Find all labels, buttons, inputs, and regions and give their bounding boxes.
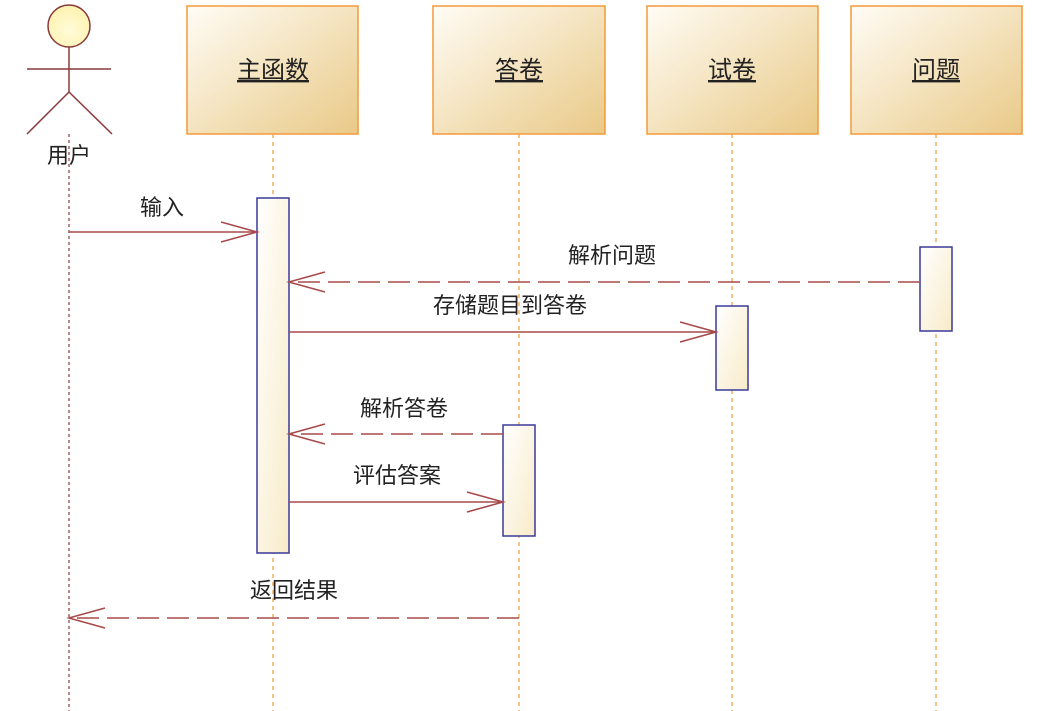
- arrowhead-icon: [286, 423, 326, 445]
- message-label: 解析答卷: [360, 397, 448, 422]
- activation-answer-sheet: [502, 424, 536, 537]
- message-evaluate-answers: [289, 491, 506, 513]
- arrowhead-icon: [679, 321, 719, 343]
- message-input: [69, 221, 260, 243]
- message-label: 解析问题: [568, 244, 656, 269]
- object-label: 问题: [912, 56, 960, 84]
- object-label: 答卷: [495, 56, 543, 84]
- message-store-questions: [289, 321, 719, 343]
- arrowhead-icon: [466, 491, 506, 513]
- object-label: 主函数: [237, 56, 309, 84]
- message-label: 存储题目到答卷: [433, 294, 587, 319]
- message-return-result: [66, 607, 519, 629]
- message-label: 评估答案: [353, 464, 441, 489]
- lifelines: [68, 134, 937, 711]
- actor-body-icon: [26, 47, 113, 135]
- arrowhead-icon: [286, 271, 326, 293]
- object-label: 试卷: [708, 56, 756, 84]
- actor-user: 用户: [26, 4, 113, 169]
- activation-exam-paper: [715, 305, 749, 391]
- arrowhead-icon: [66, 607, 106, 629]
- object-main: 主函数: [186, 5, 359, 135]
- actor-head-icon: [47, 4, 91, 48]
- object-question: 问题: [850, 5, 1023, 135]
- arrowhead-icon: [220, 221, 260, 243]
- message-label: 返回结果: [250, 579, 338, 604]
- object-exam-paper: 试卷: [646, 5, 819, 135]
- message-label: 输入: [140, 196, 184, 221]
- message-parse-answer-sheet: [286, 423, 503, 445]
- object-answer-sheet: 答卷: [432, 5, 606, 135]
- activation-question: [919, 246, 953, 332]
- activation-main: [256, 197, 290, 554]
- message-parse-question: [286, 271, 920, 293]
